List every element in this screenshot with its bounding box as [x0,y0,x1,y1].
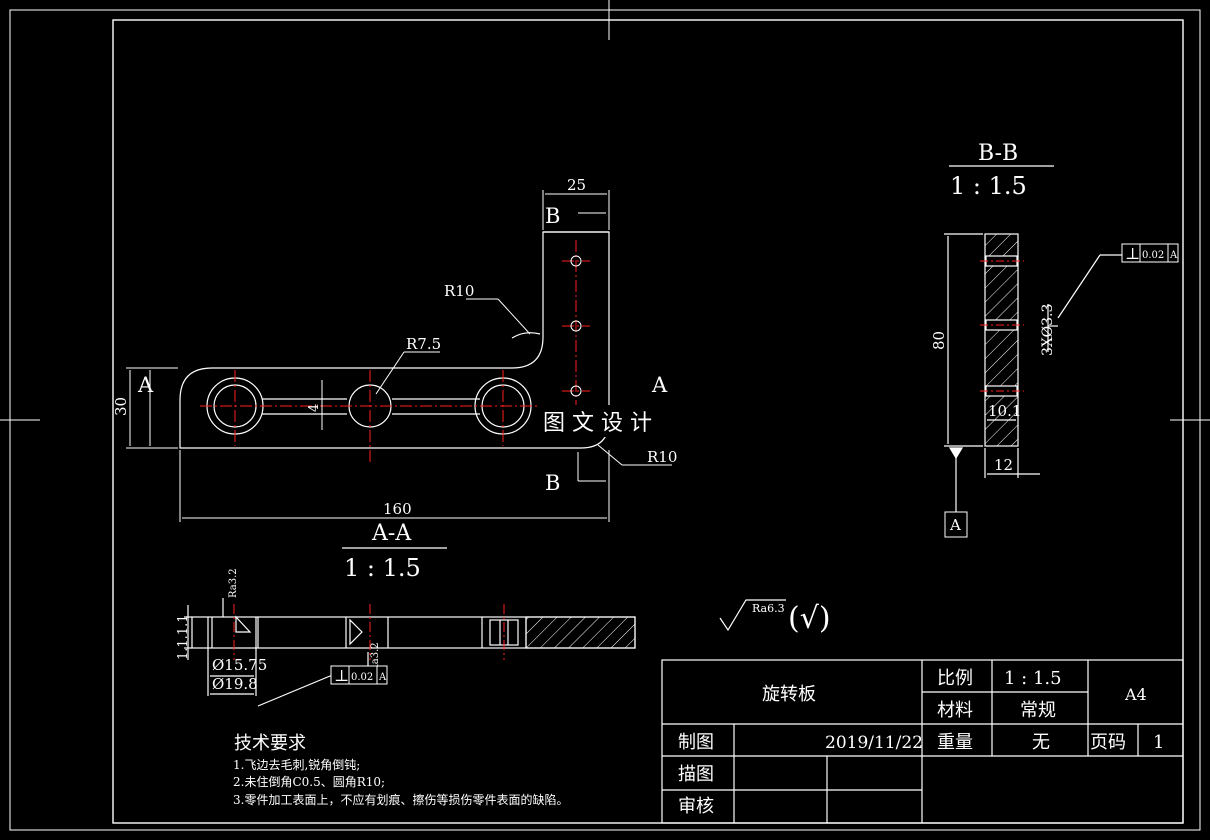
main-centerlines [200,240,590,462]
section-bb-labels: 80 3XØ3.3 10.1 12 [930,304,1056,474]
dim-d1: Ø15.75 [212,656,267,674]
section-aa-scale: 1 : 1.5 [344,554,421,582]
tech-requirement-item: 2.未住倒角C0.5、圆角R10; [233,775,385,789]
tolerance-aa-value: 0.02 [351,672,373,683]
page-label: 页码 [1090,732,1126,753]
tech-requirements-title: 技术要求 [234,733,306,754]
tech-requirement-item: 1.飞边去毛刺,锐角倒钝; [233,758,360,772]
dim-bb-width: 12 [994,456,1013,474]
watermark-bg [537,405,683,437]
watermark: 图 文 设 计 [543,411,652,436]
material-value: 常规 [1020,700,1056,721]
dim-slot: 4 [307,404,322,412]
scale-label: 比例 [937,668,973,689]
section-aa-title: A-A 1 : 1.5 [342,521,447,582]
tolerance-aa-ref: A [378,672,387,683]
title-block [661,659,1184,824]
section-mark-b-top: B [545,204,560,228]
review-label: 审核 [678,796,714,817]
datum-label: A [949,516,961,534]
scale-value: 1 : 1.5 [1004,668,1062,689]
main-dimension-lines [126,190,672,522]
dim-bb-holes: 3XØ3.3 [1040,304,1056,356]
drawn-label: 制图 [678,732,714,753]
section-bb-scale: 1 : 1.5 [950,172,1027,200]
section-bb-view [944,233,1122,512]
tech-requirement-item: 3.零件加工表面上，不应有划痕、擦伤等损伤零件表面的缺陷。 [233,792,568,807]
section-aa-centerlines [233,604,505,660]
outer-frame [9,9,1201,831]
label-radius-corner: R10 [647,448,677,466]
tolerance-aa-symbol: ⊥ [334,666,349,685]
title-block-text: 旋转板 比例 1 : 1.5 材料 常规 A4 制图 2019/11/22 重量… [678,668,1164,817]
dim-step: 1.1.1.1 [176,615,191,660]
part-name: 旋转板 [762,684,816,705]
tech-requirements: 技术要求 1.飞边去毛刺,锐角倒钝; 2.未住倒角C0.5、圆角R10; 3.零… [233,733,568,807]
section-bb-title: B-B 1 : 1.5 [949,141,1054,200]
tolerance-frame-bb: ⊥ 0.02 A [1121,243,1179,263]
datum-box: A [944,511,968,538]
dim-bb-height: 80 [930,331,948,350]
dim-d2: Ø19.8 [212,675,258,693]
roughness-general-other: (√) [788,601,831,636]
weight-label: 重量 [937,732,973,753]
roughness-aa-2: Ra3.2 [370,642,381,672]
section-bb-name: B-B [978,141,1018,166]
section-mark-a-right: A [651,373,668,397]
dim-length: 160 [383,500,412,518]
section-aa-labels: Ø15.75 Ø19.8 1.1.1.1 Ra3.2 Ra3.2 [176,568,381,693]
weight-value: 无 [1032,732,1050,753]
tolerance-frame-aa: ⊥ 0.02 A [330,665,388,685]
crosshair-cursor [0,0,1210,421]
section-bb-centerlines [980,260,1024,392]
roughness-general-value: Ra6.3 [752,602,785,615]
label-radius-top: R10 [444,282,474,300]
section-mark-a-left: A [137,373,154,397]
main-small-holes [570,255,582,397]
trace-label: 描图 [678,764,714,785]
tolerance-bb-value: 0.02 [1142,250,1164,261]
label-radius-hole: R7.5 [406,335,441,353]
dim-width-top: 25 [567,176,586,194]
dim-height: 30 [112,397,130,416]
inner-frame [112,19,1184,824]
roughness-aa-1: Ra3.2 [228,568,239,598]
drawing-date: 2019/11/22 [825,733,923,753]
paper-size: A4 [1124,685,1147,704]
section-mark-b-bottom: B [545,471,560,495]
page-value: 1 [1153,732,1164,753]
general-roughness: Ra6.3 (√) [719,599,831,636]
tolerance-bb-symbol: ⊥ [1125,244,1140,263]
tolerance-bb-ref: A [1169,250,1178,261]
section-aa-name: A-A [371,521,412,546]
dim-bb-depth: 10.1 [988,402,1021,420]
main-dimension-labels: 25 160 30 4 R10 R7.5 R10 A A B B [112,176,677,518]
material-label: 材料 [937,700,973,721]
